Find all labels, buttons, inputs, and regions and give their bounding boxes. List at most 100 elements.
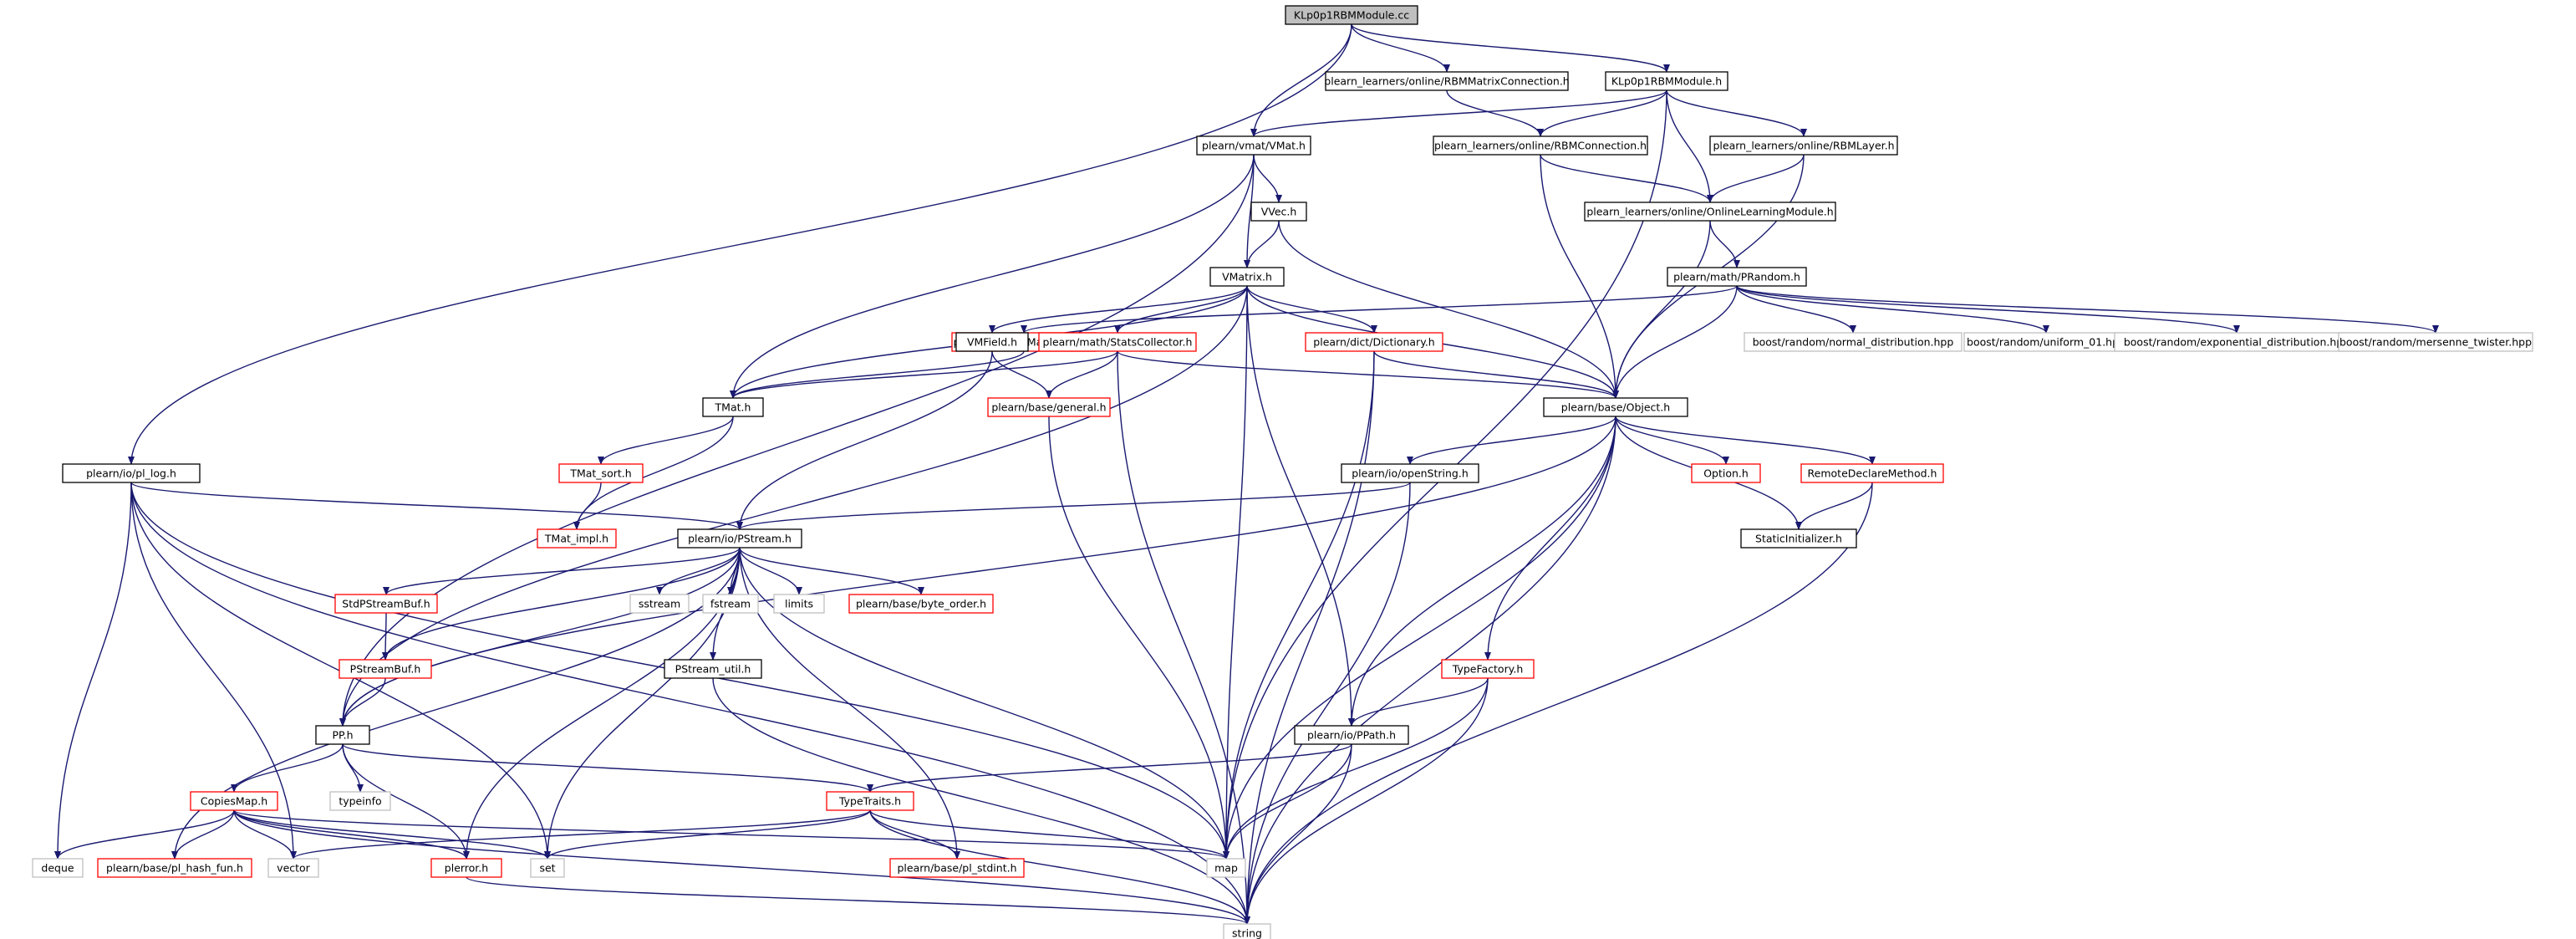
node-string[interactable]: string — [1223, 923, 1271, 939]
edge-line — [1117, 350, 1250, 925]
node-root[interactable]: KLp0p1RBMModule.cc — [1285, 5, 1418, 25]
node-box — [955, 332, 1029, 352]
edge-line — [1351, 23, 1670, 73]
node-tmatimpl[interactable]: TMat_impl.h — [537, 528, 617, 549]
edge-line — [130, 482, 297, 860]
node-staticinit[interactable]: StaticInitializer.h — [1740, 528, 1857, 549]
edge-layer — [54, 23, 2439, 925]
node-label: map — [1214, 862, 1238, 875]
node-perror[interactable]: plerror.h — [430, 858, 502, 878]
edge-line — [1223, 743, 1352, 860]
edge-rbmlayer-to-olm — [1707, 154, 1805, 203]
node-normal[interactable]: boost/random/normal_distribution.hpp — [1744, 332, 1963, 352]
edge-line — [233, 809, 551, 860]
node-openstring[interactable]: plearn/io/openString.h — [1341, 463, 1479, 483]
edge-line — [54, 809, 235, 860]
edge-rbmconn-to-olm — [1540, 154, 1713, 203]
node-stdint[interactable]: plearn/base/pl_stdint.h — [889, 858, 1025, 878]
node-vmfield[interactable]: VMField.h — [955, 332, 1029, 352]
node-prandom[interactable]: plearn/math/PRandom.h — [1667, 267, 1807, 287]
node-vmatrix[interactable]: VMatrix.h — [1209, 267, 1285, 287]
edge-line — [1244, 482, 1411, 925]
node-vector[interactable]: vector — [267, 858, 319, 878]
node-stdpsb[interactable]: StdPStreamBuf.h — [334, 594, 438, 614]
node-rbmmatrixconn[interactable]: plearn_learners/online/RBMMatrixConnecti… — [1324, 71, 1570, 91]
edge-pstream-to-psb — [382, 547, 741, 661]
node-general[interactable]: plearn/base/general.h — [987, 397, 1111, 417]
edge-line — [382, 547, 741, 661]
edge-line — [739, 547, 1229, 860]
edge-line — [1223, 285, 1248, 860]
node-limits[interactable]: limits — [773, 594, 825, 614]
node-set[interactable]: set — [530, 858, 565, 878]
node-stats[interactable]: plearn/math/StatsCollector.h — [1038, 332, 1197, 352]
node-copiesmap[interactable]: CopiesMap.h — [190, 791, 278, 811]
edge-stats-to-tmat — [730, 350, 1118, 399]
node-uniform[interactable]: boost/random/uniform_01.hpp — [1963, 332, 2129, 352]
node-object[interactable]: plearn/base/Object.h — [1543, 397, 1688, 417]
node-box — [1038, 332, 1197, 352]
edge-prandom-to-normal — [1736, 285, 1856, 334]
edge-line — [342, 743, 364, 793]
node-psb[interactable]: PStreamBuf.h — [339, 659, 432, 679]
edge-stats-to-object — [1117, 350, 1619, 399]
node-label: TypeFactory.h — [1452, 663, 1524, 676]
node-sstream[interactable]: sstream — [629, 594, 690, 614]
node-box — [1605, 71, 1728, 91]
node-box — [826, 791, 914, 811]
node-box — [1691, 463, 1761, 483]
node-pllog[interactable]: plearn/io/pl_log.h — [62, 463, 201, 483]
edge-klp_h-to-olm — [1666, 89, 1713, 203]
node-rbmlayer[interactable]: plearn_learners/online/RBMLayer.h — [1709, 135, 1898, 156]
node-pp[interactable]: PP.h — [315, 725, 370, 745]
edge-line — [1709, 220, 1740, 268]
edge-line — [656, 547, 741, 595]
node-typefactory[interactable]: TypeFactory.h — [1441, 659, 1535, 679]
edge-line — [1246, 285, 1377, 334]
edge-line — [1246, 285, 1355, 727]
node-typeinfo[interactable]: typeinfo — [329, 791, 391, 811]
edge-line — [1244, 677, 1489, 925]
node-fstream[interactable]: fstream — [702, 594, 759, 614]
node-label: sstream — [639, 598, 680, 610]
edge-line — [1615, 416, 1876, 465]
edge-typefactory-to-map — [1223, 677, 1489, 860]
edge-line — [736, 350, 993, 530]
node-option[interactable]: Option.h — [1691, 463, 1761, 483]
edge-typetraits-to-vector — [290, 809, 871, 860]
node-ppath[interactable]: plearn/io/PPath.h — [1294, 725, 1409, 745]
edge-rbmmatrixconn-to-rbmconn — [1446, 89, 1544, 137]
node-remote[interactable]: RemoteDeclareMethod.h — [1800, 463, 1944, 483]
node-tmat[interactable]: TMat.h — [702, 397, 764, 417]
edge-line — [1666, 89, 1713, 203]
node-expo[interactable]: boost/random/exponential_distribution.hp… — [2114, 332, 2360, 352]
node-vmat[interactable]: plearn/vmat/VMat.h — [1196, 135, 1311, 156]
node-olm[interactable]: plearn_learners/online/OnlineLearningMod… — [1584, 202, 1836, 222]
node-typetraits[interactable]: TypeTraits.h — [826, 791, 914, 811]
node-deque[interactable]: deque — [32, 858, 84, 878]
edge-line — [382, 612, 389, 661]
node-byteorder[interactable]: plearn/base/byte_order.h — [848, 594, 994, 614]
node-map[interactable]: map — [1206, 858, 1246, 878]
edge-vvec-to-object — [1278, 220, 1619, 399]
edge-line — [712, 677, 1250, 925]
edge-pstream-to-perror — [463, 547, 741, 860]
edge-line — [1223, 416, 1616, 860]
node-klp_h[interactable]: KLp0p1RBMModule.h — [1605, 71, 1728, 91]
node-tmatsort[interactable]: TMat_sort.h — [558, 463, 644, 483]
edge-line — [463, 547, 741, 860]
edge-line — [1244, 482, 1873, 925]
edge-line — [1244, 350, 1375, 925]
node-dict[interactable]: plearn/dict/Dictionary.h — [1305, 332, 1443, 352]
edge-general-to-map — [1048, 416, 1229, 860]
node-rbmconn[interactable]: plearn_learners/online/RBMConnection.h — [1433, 135, 1648, 156]
edge-line — [339, 547, 741, 727]
node-mersenne[interactable]: boost/random/mersenne_twister.hpp — [2338, 332, 2533, 352]
edge-typefactory-to-string — [1244, 677, 1489, 925]
edge-vmat-to-tmat — [730, 154, 1255, 399]
node-pstream[interactable]: plearn/io/PStream.h — [677, 528, 802, 549]
node-psutil[interactable]: PStream_util.h — [664, 659, 762, 679]
node-hashfun[interactable]: plearn/base/pl_hash_fun.h — [97, 858, 252, 878]
edge-line — [130, 482, 743, 530]
node-vvec[interactable]: VVec.h — [1250, 202, 1307, 222]
